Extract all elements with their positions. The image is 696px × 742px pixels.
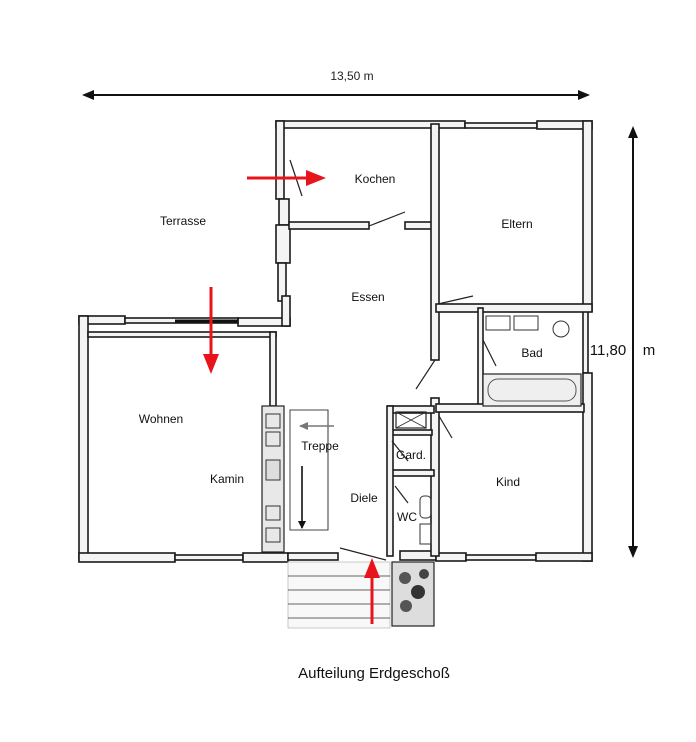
door-swing-eltern [437, 295, 474, 305]
wall-bad-left [477, 307, 484, 409]
window-wohnen-bottom [174, 554, 244, 561]
label-eltern: Eltern [501, 217, 532, 231]
door-swing-bad [482, 339, 497, 367]
door-swing-wc [394, 485, 409, 504]
interior-walls [87, 123, 593, 557]
label-kind: Kind [496, 475, 520, 489]
kamin-box-3 [265, 505, 281, 521]
sink-wc-icon [419, 523, 432, 545]
door-swing-gard [391, 440, 409, 462]
toilet-bad-icon [552, 320, 570, 338]
wall-essen-left-corner [281, 295, 291, 327]
window-right-bad [582, 310, 589, 374]
wall-wc-left [386, 405, 394, 557]
plant-4 [419, 569, 429, 579]
label-diele: Diele [350, 491, 378, 505]
wall-kitchen-left-upper [275, 120, 285, 200]
plant-2 [411, 585, 425, 599]
wall-right-lower [582, 372, 593, 562]
height-dimension: 11,80 m [590, 126, 656, 558]
room-labels: Kochen Terrasse Eltern Essen Bad Wohnen … [139, 172, 543, 524]
wall-eltern-bad [435, 303, 593, 313]
wall-wohnen-bottom-left [78, 552, 176, 563]
label-wohnen: Wohnen [139, 412, 183, 426]
door-kitchen-left [278, 198, 290, 226]
wall-kitchen-left-lower [275, 224, 291, 264]
plant-1 [399, 572, 411, 584]
wall-gard-shaft [387, 429, 433, 436]
height-dimension-value: 11,80 [590, 342, 626, 359]
wall-wohnen-inner-right [269, 331, 277, 407]
doors [289, 159, 497, 561]
stairs-outline [289, 409, 329, 531]
shaft-box [395, 411, 427, 429]
door-swing-kind [438, 415, 453, 439]
wall-gard-wc [387, 469, 435, 477]
kamin-box-1 [265, 413, 281, 429]
kamin-unit [261, 405, 285, 553]
wall-kind-bottom-left [435, 552, 467, 562]
label-gard: Gard. [396, 448, 426, 462]
kamin-box-2 [265, 431, 281, 447]
label-terrasse: Terrasse [160, 214, 206, 228]
wall-right-upper [582, 120, 593, 312]
stairs [289, 409, 334, 531]
door-swing-essen-diele [415, 359, 436, 390]
door-swing-essen [368, 211, 406, 227]
window-kind-bottom [465, 554, 537, 561]
wall-diele-kind [430, 397, 440, 557]
sink-bad-1-icon [485, 315, 511, 331]
access-arrows [203, 170, 380, 624]
window-top [464, 122, 538, 129]
sink-bad-2-icon [513, 315, 539, 331]
bad-fixtures [482, 315, 582, 407]
kamin-box-4 [265, 527, 281, 543]
entrance-steps [287, 561, 391, 629]
door-swing-entrance [339, 547, 387, 561]
label-kamin: Kamin [210, 472, 244, 486]
bathtub-inner [487, 378, 577, 402]
kamin-fire [265, 459, 281, 481]
label-treppe: Treppe [301, 439, 339, 453]
label-wc: WC [397, 510, 417, 524]
walls [78, 120, 593, 563]
toilet-icon [419, 495, 432, 519]
width-dimension-label: 13,50 m [330, 69, 373, 83]
wall-essen-eltern [430, 123, 440, 361]
wall-kochen-essen [288, 221, 370, 230]
wall-wohnen-bottom-right [242, 552, 289, 563]
width-dimension: 13,50 m [82, 69, 590, 100]
label-bad: Bad [521, 346, 542, 360]
shaft [395, 411, 427, 429]
label-kochen: Kochen [355, 172, 396, 186]
shaft-x2 [395, 411, 427, 429]
wall-kind-bottom-right [535, 552, 593, 562]
wall-wohnen-inner-top [87, 331, 277, 338]
wc-fixtures [419, 495, 432, 545]
plan-caption: Aufteilung Erdgeschoß [298, 665, 450, 682]
plant-3 [400, 600, 412, 612]
wall-wohnen-left [78, 315, 89, 562]
planter [391, 561, 435, 627]
wall-diele-bottom-left [287, 552, 339, 561]
height-dimension-unit: m [643, 342, 656, 359]
label-essen: Essen [351, 290, 384, 304]
